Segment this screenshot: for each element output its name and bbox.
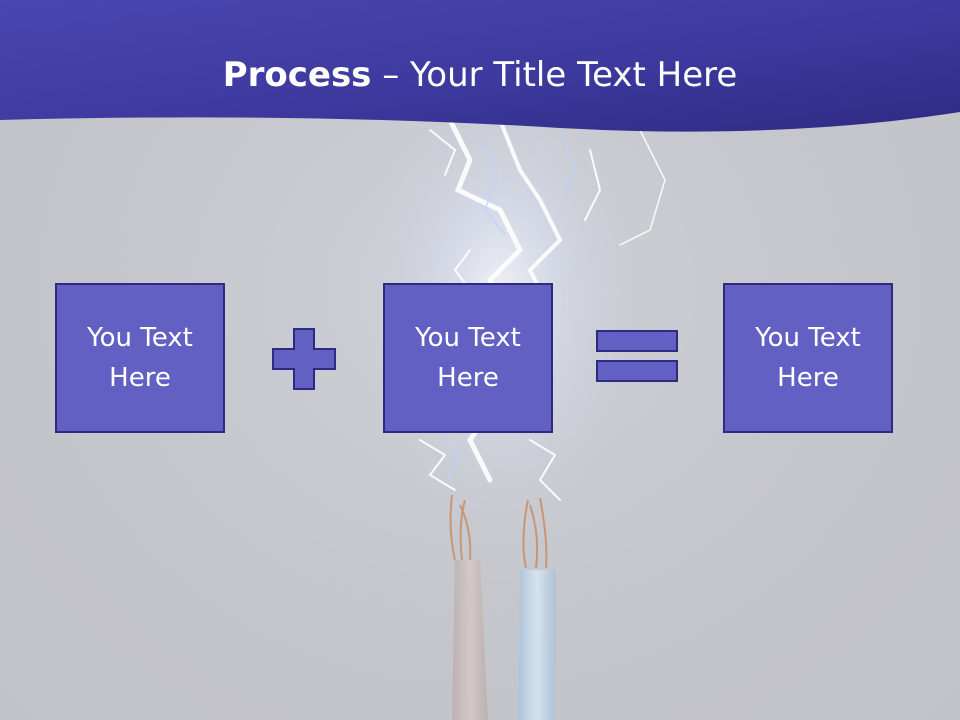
text-box-3[interactable]: You Text Here <box>723 283 893 433</box>
header-band <box>0 0 960 132</box>
title-rest-part: – Your Title Text Here <box>371 55 738 95</box>
title-bold-part: Process <box>222 55 372 95</box>
text-box-1[interactable]: You Text Here <box>55 283 225 433</box>
text-box-2[interactable]: You Text Here <box>383 283 553 433</box>
text-box-3-label: You Text Here <box>755 323 861 393</box>
text-box-2-label: You Text Here <box>415 323 521 393</box>
equals-icon <box>596 330 678 382</box>
text-box-1-label: You Text Here <box>87 323 193 393</box>
plus-icon <box>272 328 336 390</box>
slide-title: Process – Your Title Text Here <box>0 50 960 100</box>
